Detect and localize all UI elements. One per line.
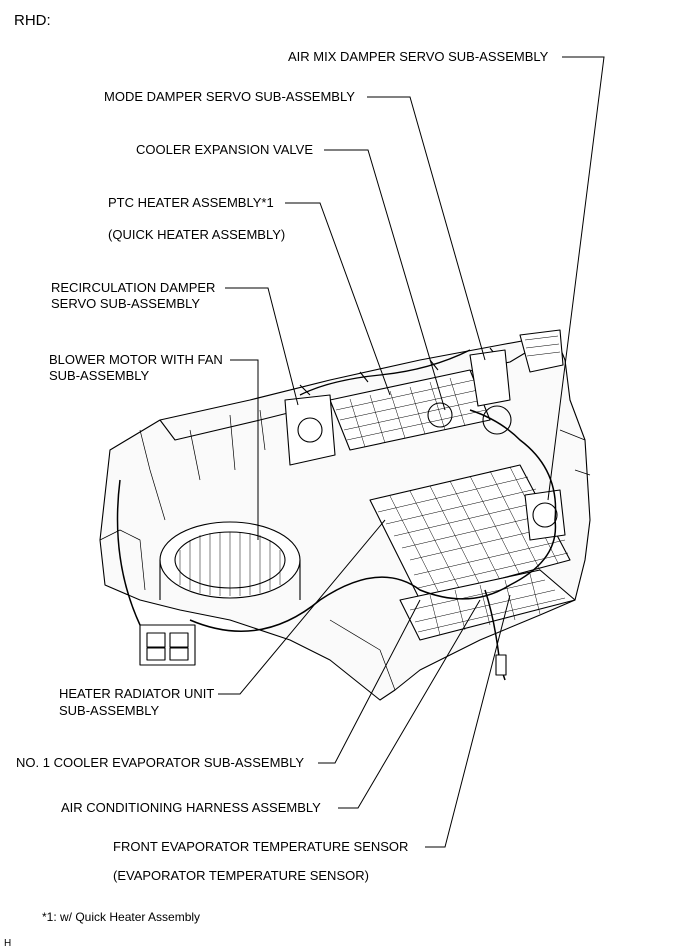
evaporator-core — [369, 464, 571, 601]
harness-wire — [116, 409, 557, 632]
mode-servo — [469, 349, 511, 407]
label-cooler-expansion-valve: COOLER EXPANSION VALVE — [136, 142, 313, 157]
label-evaporator-temp-sensor: FRONT EVAPORATOR TEMPERATURE SENSOR — [113, 839, 409, 854]
label-mode-damper-servo: MODE DAMPER SERVO SUB-ASSEMBLY — [104, 89, 355, 104]
footnote: *1: w/ Quick Heater Assembly — [42, 910, 201, 924]
label-cooler-evaporator: NO. 1 COOLER EVAPORATOR SUB-ASSEMBLY — [16, 755, 304, 770]
leader-temp-sensor — [425, 594, 511, 848]
leader-ptc — [285, 202, 391, 396]
label-heater-radiator-1: HEATER RADIATOR UNIT — [59, 686, 215, 701]
label-heater-radiator-2: SUB-ASSEMBLY — [59, 703, 160, 718]
label-air-mix-damper-servo: AIR MIX DAMPER SERVO SUB-ASSEMBLY — [288, 49, 549, 64]
recirc-servo — [284, 394, 336, 466]
connector-block — [139, 624, 196, 666]
label-blower-motor-1: BLOWER MOTOR WITH FAN — [49, 352, 223, 367]
leader-recirc — [225, 287, 299, 406]
upper-core — [329, 369, 491, 451]
corner-mark: H — [4, 938, 12, 949]
leader-cooler-valve — [324, 149, 446, 411]
leader-evaporator — [318, 599, 421, 764]
leader-harness — [338, 599, 481, 809]
label-recirculation-damper-1: RECIRCULATION DAMPER — [51, 280, 216, 295]
label-ac-harness: AIR CONDITIONING HARNESS ASSEMBLY — [61, 800, 321, 815]
leader-blower — [230, 359, 259, 540]
leader-heater-rad — [218, 519, 386, 695]
air-mix-servo — [524, 489, 566, 541]
page-title: RHD: — [14, 12, 51, 29]
label-evaporator-temp-sensor-alt: (EVAPORATOR TEMPERATURE SENSOR) — [113, 868, 369, 883]
label-quick-heater: (QUICK HEATER ASSEMBLY) — [108, 227, 286, 242]
leader-mode-damper — [367, 96, 486, 361]
label-blower-motor-2: SUB-ASSEMBLY — [49, 368, 150, 383]
label-ptc-heater: PTC HEATER ASSEMBLY*1 — [108, 195, 274, 210]
leader-air-mix — [547, 56, 605, 501]
label-recirculation-damper-2: SERVO SUB-ASSEMBLY — [51, 296, 201, 311]
